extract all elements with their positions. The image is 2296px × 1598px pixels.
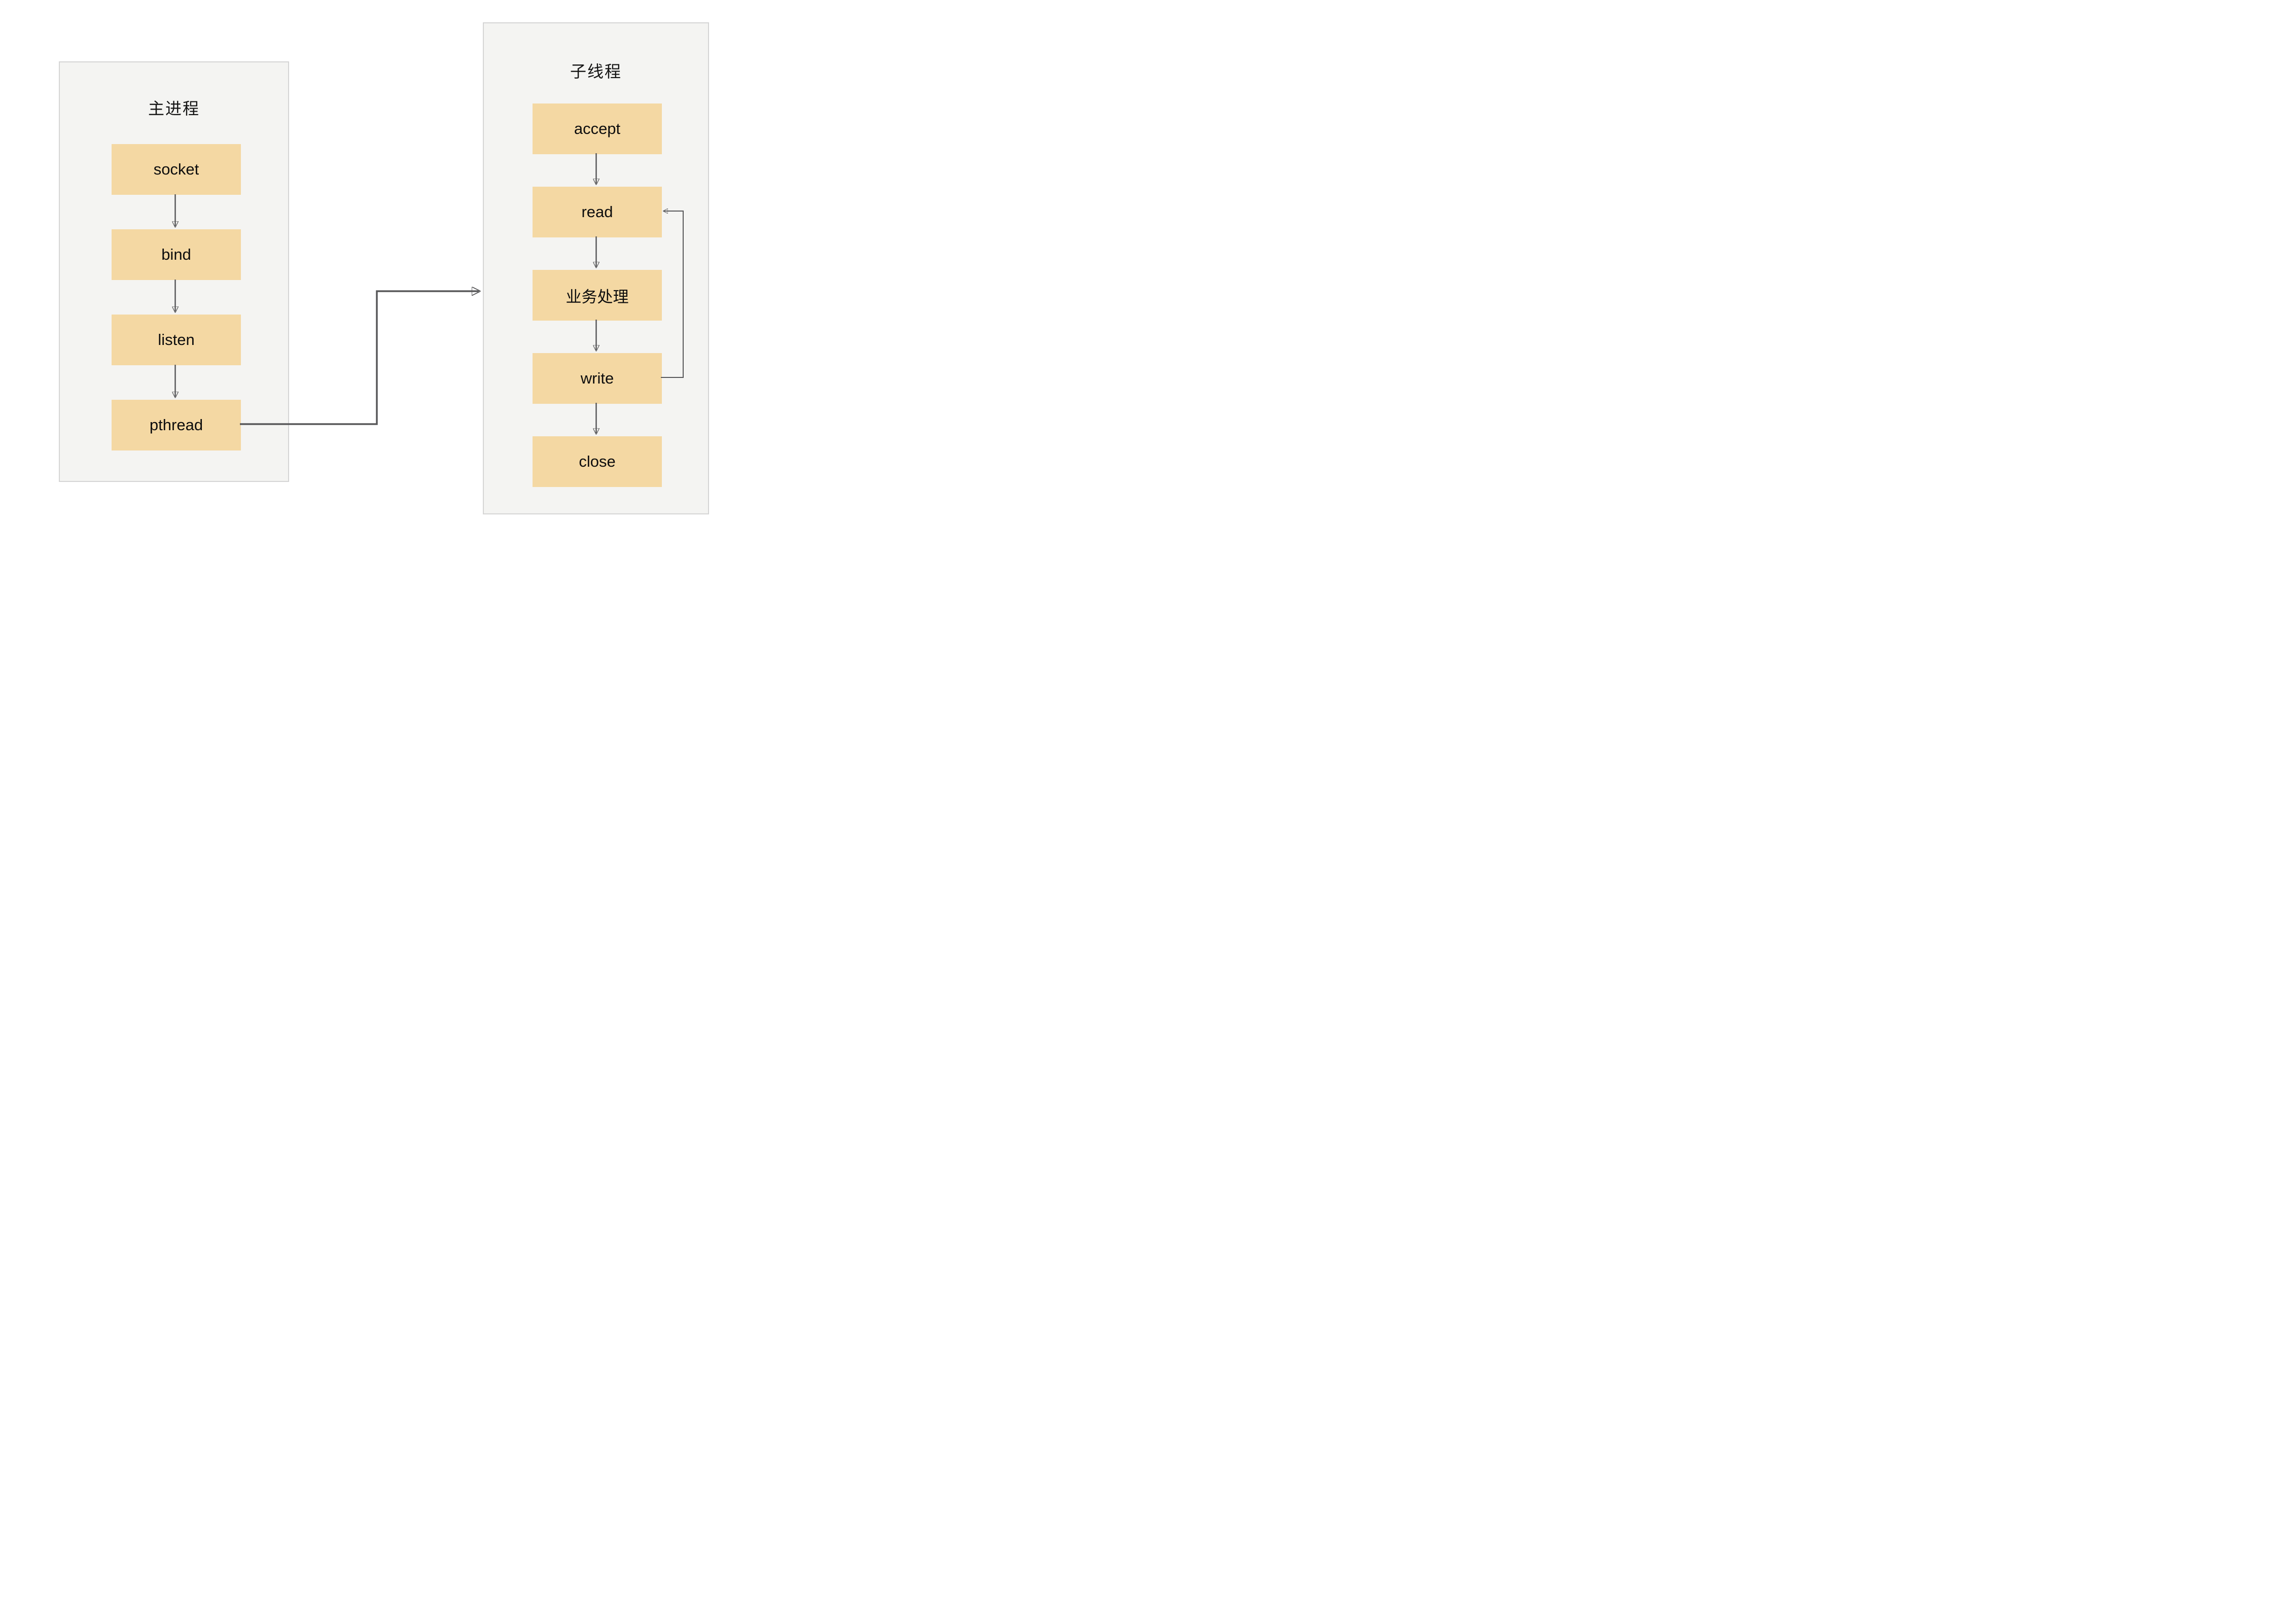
main-process-panel: 主进程 socket bind listen pthread (59, 61, 289, 482)
node-write[interactable]: write (533, 353, 662, 404)
child-thread-panel: 子线程 accept read 业务处理 write close (483, 22, 709, 514)
node-bind[interactable]: bind (112, 229, 241, 280)
node-pthread[interactable]: pthread (112, 400, 241, 450)
main-process-title: 主进程 (148, 99, 200, 118)
node-listen[interactable]: listen (112, 315, 241, 365)
flowchart-canvas: 主进程 socket bind listen pthread 子线程 accep… (0, 0, 765, 533)
node-socket[interactable]: socket (112, 144, 241, 195)
node-read[interactable]: read (533, 187, 662, 237)
child-thread-title: 子线程 (570, 62, 622, 81)
node-close[interactable]: close (533, 436, 662, 487)
node-business[interactable]: 业务处理 (533, 270, 662, 321)
node-accept[interactable]: accept (533, 103, 662, 154)
